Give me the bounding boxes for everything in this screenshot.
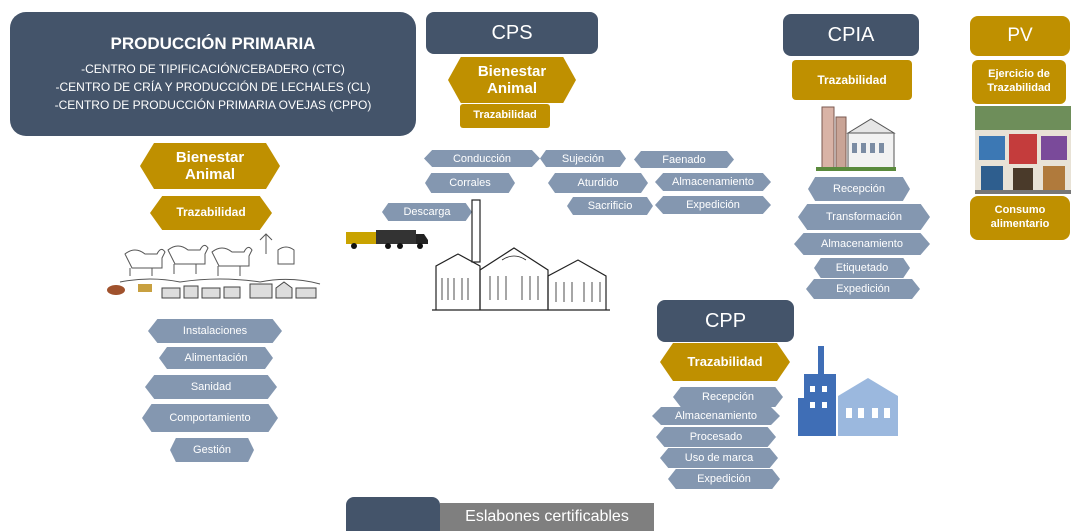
factory-illustration	[432, 199, 610, 311]
cps-item-faenado: Faenado	[634, 151, 734, 168]
cpia-item-transformacion: Transformación	[798, 204, 930, 230]
cpia-item-expedicion: Expedición	[806, 279, 920, 299]
legend-swatch	[346, 497, 440, 531]
pv-ejercicio-box: Ejercicio de Trazabilidad	[972, 60, 1066, 104]
cps-item-sujecion: Sujeción	[540, 150, 626, 167]
cpp-item-expedicion: Expedición	[668, 469, 780, 489]
cps-item-conduccion: Conducción	[424, 150, 540, 167]
cps-bienestar-hex: Bienestar Animal	[448, 57, 576, 103]
cpp-item-almacenamiento: Almacenamiento	[652, 407, 780, 425]
cps-item-descarga: Descarga	[382, 203, 472, 221]
industrial-buildings-illustration	[816, 106, 896, 171]
pv-header: PV	[970, 16, 1070, 56]
cps-item-sacrificio: Sacrificio	[567, 197, 653, 215]
produccion-trazabilidad-hex: Trazabilidad	[150, 196, 272, 230]
cps-item-corrales: Corrales	[425, 173, 515, 193]
produccion-item-sanidad: Sanidad	[145, 375, 277, 399]
cpp-item-uso-de-marca: Uso de marca	[660, 448, 778, 468]
pv-consumo-box: Consumo alimentario	[970, 196, 1070, 240]
produccion-line-cppo: -CENTRO DE PRODUCCIÓN PRIMARIA OVEJAS (C…	[54, 98, 372, 112]
truck-icon	[346, 230, 428, 249]
produccion-item-gestion: Gestión	[170, 438, 254, 462]
produccion-primaria-title: PRODUCCIÓN PRIMARIA	[110, 34, 316, 53]
cpia-header: CPIA	[783, 14, 919, 56]
cps-item-expedicion: Expedición	[655, 196, 771, 214]
produccion-item-alimentacion: Alimentación	[159, 347, 273, 369]
produccion-bienestar-hex: Bienestar Animal	[140, 143, 280, 189]
produccion-item-instalaciones: Instalaciones	[148, 319, 282, 343]
produccion-primaria-box: PRODUCCIÓN PRIMARIA -CENTRO DE TIPIFICAC…	[10, 12, 416, 136]
cps-item-almacenamiento: Almacenamiento	[655, 173, 771, 191]
produccion-item-comportamiento: Comportamiento	[142, 404, 278, 432]
cpia-item-recepcion: Recepción	[808, 177, 910, 201]
cps-item-aturdido: Aturdido	[548, 173, 648, 193]
processing-plant-illustration	[798, 346, 898, 436]
cpp-item-procesado: Procesado	[656, 427, 776, 447]
legend-label: Eslabones certificables	[440, 503, 654, 531]
cpia-item-etiquetado: Etiquetado	[814, 258, 910, 278]
produccion-line-cl: -CENTRO DE CRÍA Y PRODUCCIÓN DE LECHALES…	[55, 80, 371, 94]
produccion-line-ctc: -CENTRO DE TIPIFICACIÓN/CEBADERO (CTC)	[81, 62, 345, 76]
farm-animals-illustration	[107, 233, 321, 299]
cps-trazabilidad-box: Trazabilidad	[460, 104, 550, 128]
cps-header: CPS	[426, 12, 598, 54]
cpp-item-recepcion: Recepción	[673, 387, 783, 407]
cpp-trazabilidad-hex: Trazabilidad	[660, 343, 790, 381]
cpia-item-almacenamiento: Almacenamiento	[794, 233, 930, 255]
cpia-trazabilidad-box: Trazabilidad	[792, 60, 912, 100]
cpp-header: CPP	[657, 300, 794, 342]
shop-front-illustration	[975, 106, 1071, 194]
